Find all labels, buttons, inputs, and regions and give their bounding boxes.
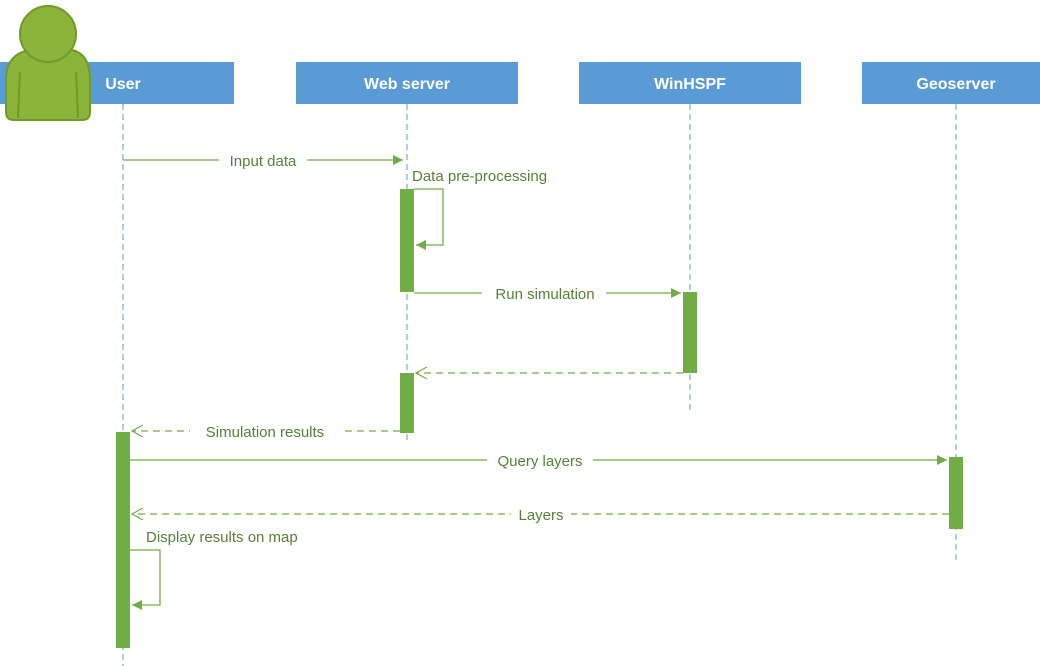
activation-user xyxy=(116,432,130,648)
message-label-data-pre-processing: Data pre-processing xyxy=(412,168,547,185)
message-label-query-layers: Query layers xyxy=(497,453,582,470)
activation-winhspf xyxy=(683,292,697,373)
message-label-input-data: Input data xyxy=(230,153,297,170)
participant-header-winhspf: WinHSPF xyxy=(579,62,801,104)
message-query-layers: Query layers xyxy=(130,450,947,470)
message-label-display-results-on-map: Display results on map xyxy=(146,529,298,546)
message-label-simulation-results: Simulation results xyxy=(206,424,324,441)
participant-label-web-server: Web server xyxy=(364,76,450,93)
activation-web-server-1 xyxy=(400,189,414,292)
message-layers: Layers xyxy=(132,504,949,524)
participant-label-geoserver: Geoserver xyxy=(916,76,995,93)
activation-geoserver xyxy=(949,457,963,529)
participant-label-user: User xyxy=(105,76,141,93)
person-icon xyxy=(5,5,91,121)
participant-header-geoserver: Geoserver xyxy=(862,62,1040,104)
message-data-pre-processing: Data pre-processing xyxy=(412,168,547,250)
message-simulation-results: Simulation results xyxy=(132,421,400,441)
message-display-results-on-map: Display results on map xyxy=(130,529,298,610)
message-label-run-simulation: Run simulation xyxy=(495,286,594,303)
participant-label-winhspf: WinHSPF xyxy=(654,76,726,93)
participant-header-web-server: Web server xyxy=(296,62,518,104)
message-label-layers: Layers xyxy=(518,507,563,524)
message-run-simulation: Run simulation xyxy=(414,283,681,303)
activation-web-server-2 xyxy=(400,373,414,433)
message-input-data: Input data xyxy=(123,150,403,170)
